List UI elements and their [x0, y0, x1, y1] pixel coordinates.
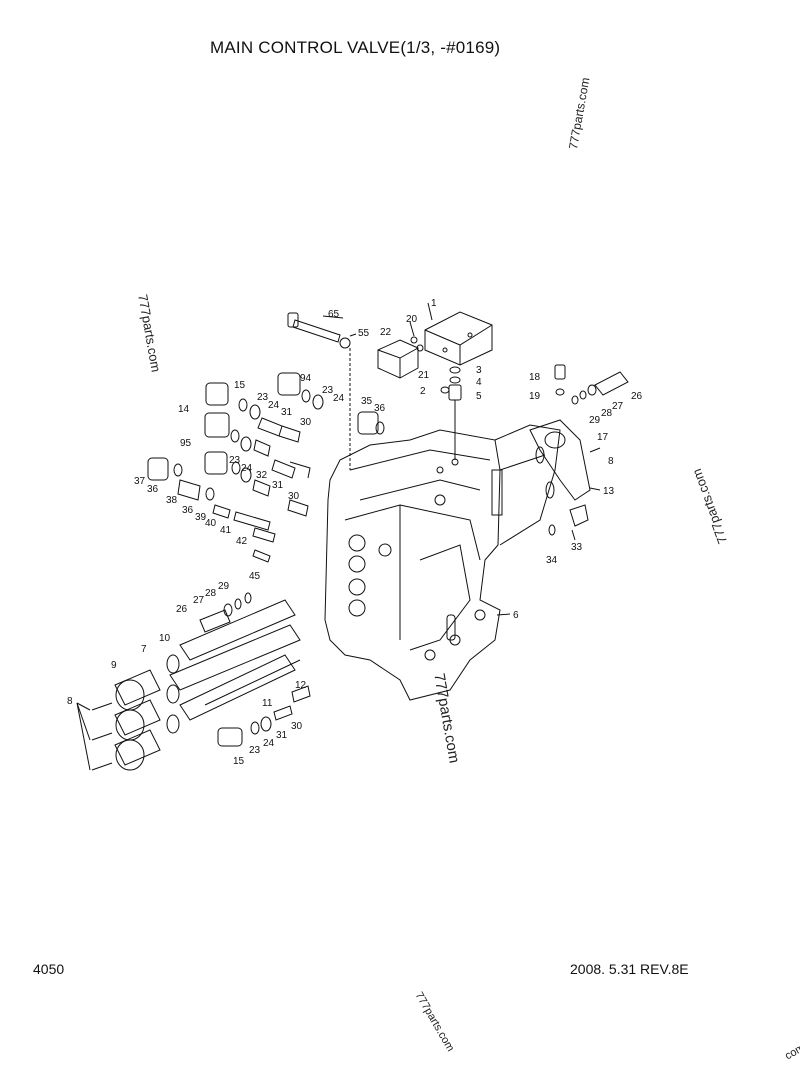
callout-label: 36	[147, 484, 159, 495]
callout-label: 30	[291, 721, 303, 732]
callout-label: 8	[608, 456, 614, 467]
callout-label: 23	[322, 385, 334, 396]
callout-label: 26	[631, 391, 643, 402]
valve-body	[324, 429, 501, 701]
callout-label: 34	[546, 555, 558, 566]
callout-label: 1	[431, 298, 437, 309]
callout-label: 15	[234, 380, 246, 391]
callout-label: 33	[571, 542, 583, 553]
callout-label: 22	[380, 327, 392, 338]
callout-label: 28	[601, 408, 613, 419]
callout-label: 31	[276, 730, 288, 741]
part-callouts: 1 20 22 21 3 4 2 5 65 55 18 19 26 27 28 …	[67, 298, 643, 767]
callout-label: 36	[182, 505, 194, 516]
page-number: 4050	[33, 961, 65, 977]
callout-label: 24	[268, 400, 280, 411]
callout-label: 45	[249, 571, 261, 582]
callout-label: 30	[288, 491, 300, 502]
callout-label: 95	[180, 438, 192, 449]
callout-label: 23	[249, 745, 261, 756]
callout-label: 18	[529, 372, 541, 383]
callout-label: 29	[218, 581, 230, 592]
callout-label: 13	[603, 486, 615, 497]
callout-label: 10	[159, 633, 171, 644]
callout-label: 36	[374, 403, 386, 414]
callout-label: 2	[420, 386, 426, 397]
callout-label: 5	[476, 391, 482, 402]
callout-label: 23	[257, 392, 269, 403]
callout-label: 31	[281, 407, 293, 418]
callout-label: 30	[300, 417, 312, 428]
callout-label: 9	[111, 660, 117, 671]
callout-label: 19	[529, 391, 541, 402]
callout-label: 40	[205, 518, 217, 529]
callout-label: 12	[295, 680, 307, 691]
callout-label: 15	[233, 756, 245, 767]
callout-label: 55	[358, 328, 370, 339]
callout-label: 27	[193, 595, 205, 606]
callout-label: 11	[262, 698, 273, 709]
callout-label: 29	[589, 415, 601, 426]
callout-label: 27	[612, 401, 624, 412]
callout-label: 24	[333, 393, 345, 404]
callout-label: 37	[134, 476, 146, 487]
callout-label: 35	[361, 396, 373, 407]
callout-label: 39	[195, 512, 207, 523]
callout-label: 24	[263, 738, 275, 749]
callout-label: 26	[176, 604, 188, 615]
callout-label: 21	[418, 370, 430, 381]
callout-label: 31	[272, 480, 284, 491]
callout-label: 65	[328, 309, 340, 320]
callout-label: 28	[205, 588, 217, 599]
callout-label: 94	[300, 373, 312, 384]
callout-label: 14	[178, 404, 190, 415]
callout-label: 42	[236, 536, 248, 547]
page-title: MAIN CONTROL VALVE(1/3, -#0169)	[210, 38, 501, 57]
callout-label: 8	[67, 696, 73, 707]
revision-date: 2008. 5.31 REV.8E	[570, 961, 689, 977]
callout-label: 32	[256, 470, 268, 481]
callout-label: 38	[166, 495, 178, 506]
callout-label: 17	[597, 432, 609, 443]
callout-label: 23	[229, 455, 241, 466]
callout-label: 41	[220, 525, 232, 536]
callout-label: 24	[241, 463, 253, 474]
callout-label: 3	[476, 365, 482, 376]
callout-label: 4	[476, 377, 482, 388]
callout-label: 7	[141, 644, 147, 655]
callout-label: 20	[406, 314, 418, 325]
callout-label: 6	[513, 610, 519, 621]
